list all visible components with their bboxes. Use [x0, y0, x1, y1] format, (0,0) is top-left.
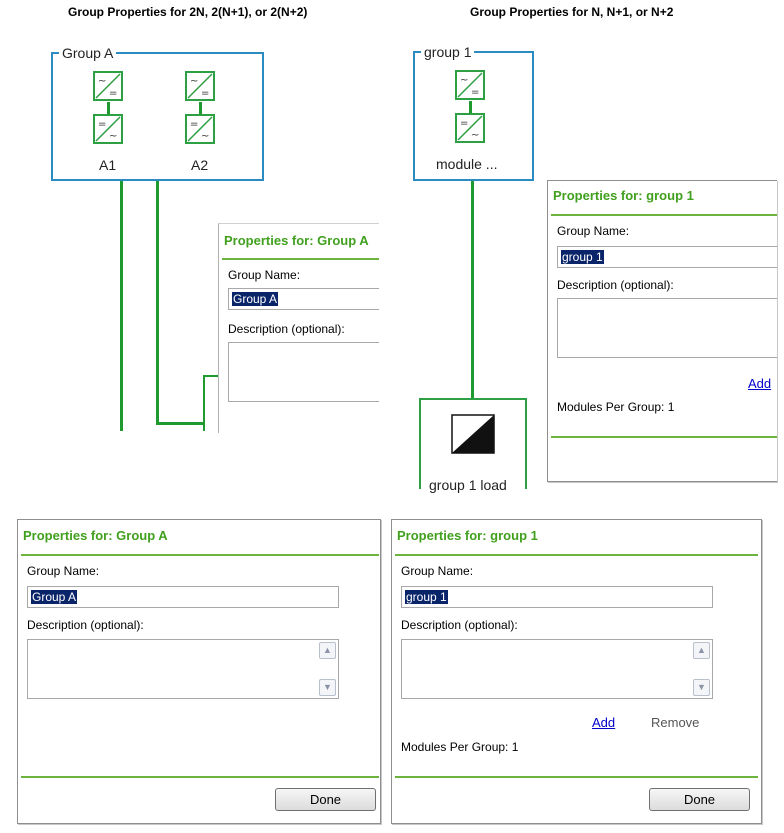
description-label: Description (optional):	[557, 278, 674, 292]
ac-dc-converter-icon[interactable]: ~=	[185, 71, 215, 101]
group-name-input[interactable]: Group A	[228, 288, 379, 310]
properties-panel-group-a: Properties for: Group A Group Name: Grou…	[17, 519, 381, 824]
panel-title: Properties for: Group A	[224, 233, 369, 248]
scroll-up-icon[interactable]: ▲	[319, 642, 336, 659]
modules-per-group: Modules Per Group: 1	[401, 740, 519, 754]
group-name-label: Group Name:	[557, 224, 630, 238]
description-textarea[interactable]: ▲ ▼	[401, 639, 713, 699]
load-icon	[451, 414, 495, 457]
properties-panel-group-a-preview: Properties for: Group A Group Name: Grou…	[218, 223, 379, 433]
svg-text:=: =	[201, 88, 209, 99]
footer-rule	[551, 436, 777, 438]
group-name-input[interactable]: group 1	[401, 586, 713, 608]
svg-text:~: ~	[109, 131, 117, 142]
ac-dc-converter-icon[interactable]: ~=	[455, 70, 485, 100]
footer-rule	[395, 776, 758, 778]
module-link-a2	[199, 102, 202, 114]
group-name-label: Group Name:	[27, 564, 100, 578]
description-label: Description (optional):	[228, 322, 345, 336]
properties-panel-group-1: Properties for: group 1 Group Name: grou…	[391, 519, 762, 824]
svg-text:=: =	[460, 118, 468, 129]
module-caption-a1: A1	[99, 157, 117, 173]
wire-group-1	[471, 181, 474, 399]
wire-a2	[156, 181, 159, 425]
group-name-value: Group A	[31, 590, 78, 604]
ac-dc-converter-icon[interactable]: ~=	[93, 71, 123, 101]
group-name-value: group 1	[405, 590, 448, 604]
wire-bus	[203, 375, 205, 431]
wire-a2-horizontal	[156, 422, 204, 425]
module-caption-a2: A2	[191, 157, 209, 173]
svg-text:~: ~	[190, 76, 198, 87]
description-label: Description (optional):	[27, 618, 144, 632]
footer-rule	[21, 776, 379, 778]
heading-left: Group Properties for 2N, 2(N+1), or 2(N+…	[68, 5, 308, 19]
group-name-input[interactable]: Group A	[27, 586, 339, 608]
group-a-box[interactable]: Group A	[51, 45, 264, 181]
group-a-label: Group A	[59, 45, 117, 61]
modules-per-group: Modules Per Group: 1	[557, 400, 675, 414]
title-rule	[395, 554, 758, 556]
group-name-label: Group Name:	[228, 268, 301, 282]
panel-title: Properties for: Group A	[23, 528, 168, 543]
module-link-a1	[107, 102, 110, 114]
wire-bus-top	[203, 375, 219, 377]
load-label: group 1 load	[426, 477, 510, 493]
module-link-1	[469, 101, 472, 113]
group-name-value: group 1	[561, 250, 604, 264]
dc-ac-converter-icon[interactable]: =~	[93, 114, 123, 144]
svg-text:~: ~	[201, 131, 209, 142]
scroll-up-icon[interactable]: ▲	[693, 642, 710, 659]
title-rule	[222, 258, 379, 260]
group-name-label: Group Name:	[401, 564, 474, 578]
title-rule	[551, 214, 777, 216]
add-module-link[interactable]: Add	[592, 715, 616, 730]
properties-panel-group-1-preview: Properties for: group 1 Group Name: grou…	[547, 180, 777, 482]
heading-right: Group Properties for N, N+1, or N+2	[470, 5, 674, 19]
group-1-label: group 1	[421, 44, 475, 60]
description-label: Description (optional):	[401, 618, 518, 632]
module-caption: module ...	[436, 156, 498, 172]
description-textarea[interactable]	[557, 298, 777, 358]
svg-text:=: =	[109, 88, 117, 99]
description-textarea[interactable]	[228, 342, 379, 402]
panel-title: Properties for: group 1	[553, 188, 694, 203]
scroll-down-icon[interactable]: ▼	[693, 679, 710, 696]
remove-module-link[interactable]: Remove	[651, 715, 700, 730]
dc-ac-converter-icon[interactable]: =~	[185, 114, 215, 144]
add-module-link[interactable]: Add	[748, 376, 772, 391]
svg-text:~: ~	[460, 75, 468, 86]
group-name-input[interactable]: group 1	[557, 246, 777, 268]
svg-text:=: =	[190, 119, 198, 130]
svg-text:=: =	[471, 87, 479, 98]
group-name-value: Group A	[232, 292, 279, 306]
svg-text:~: ~	[471, 130, 479, 141]
title-rule	[21, 554, 379, 556]
panel-title: Properties for: group 1	[397, 528, 538, 543]
wire-a1	[120, 181, 123, 431]
description-textarea[interactable]: ▲ ▼	[27, 639, 339, 699]
dc-ac-converter-icon[interactable]: =~	[455, 113, 485, 143]
done-button[interactable]: Done	[275, 788, 376, 811]
scroll-down-icon[interactable]: ▼	[319, 679, 336, 696]
svg-text:=: =	[98, 119, 106, 130]
svg-text:~: ~	[98, 76, 106, 87]
done-button[interactable]: Done	[649, 788, 750, 811]
